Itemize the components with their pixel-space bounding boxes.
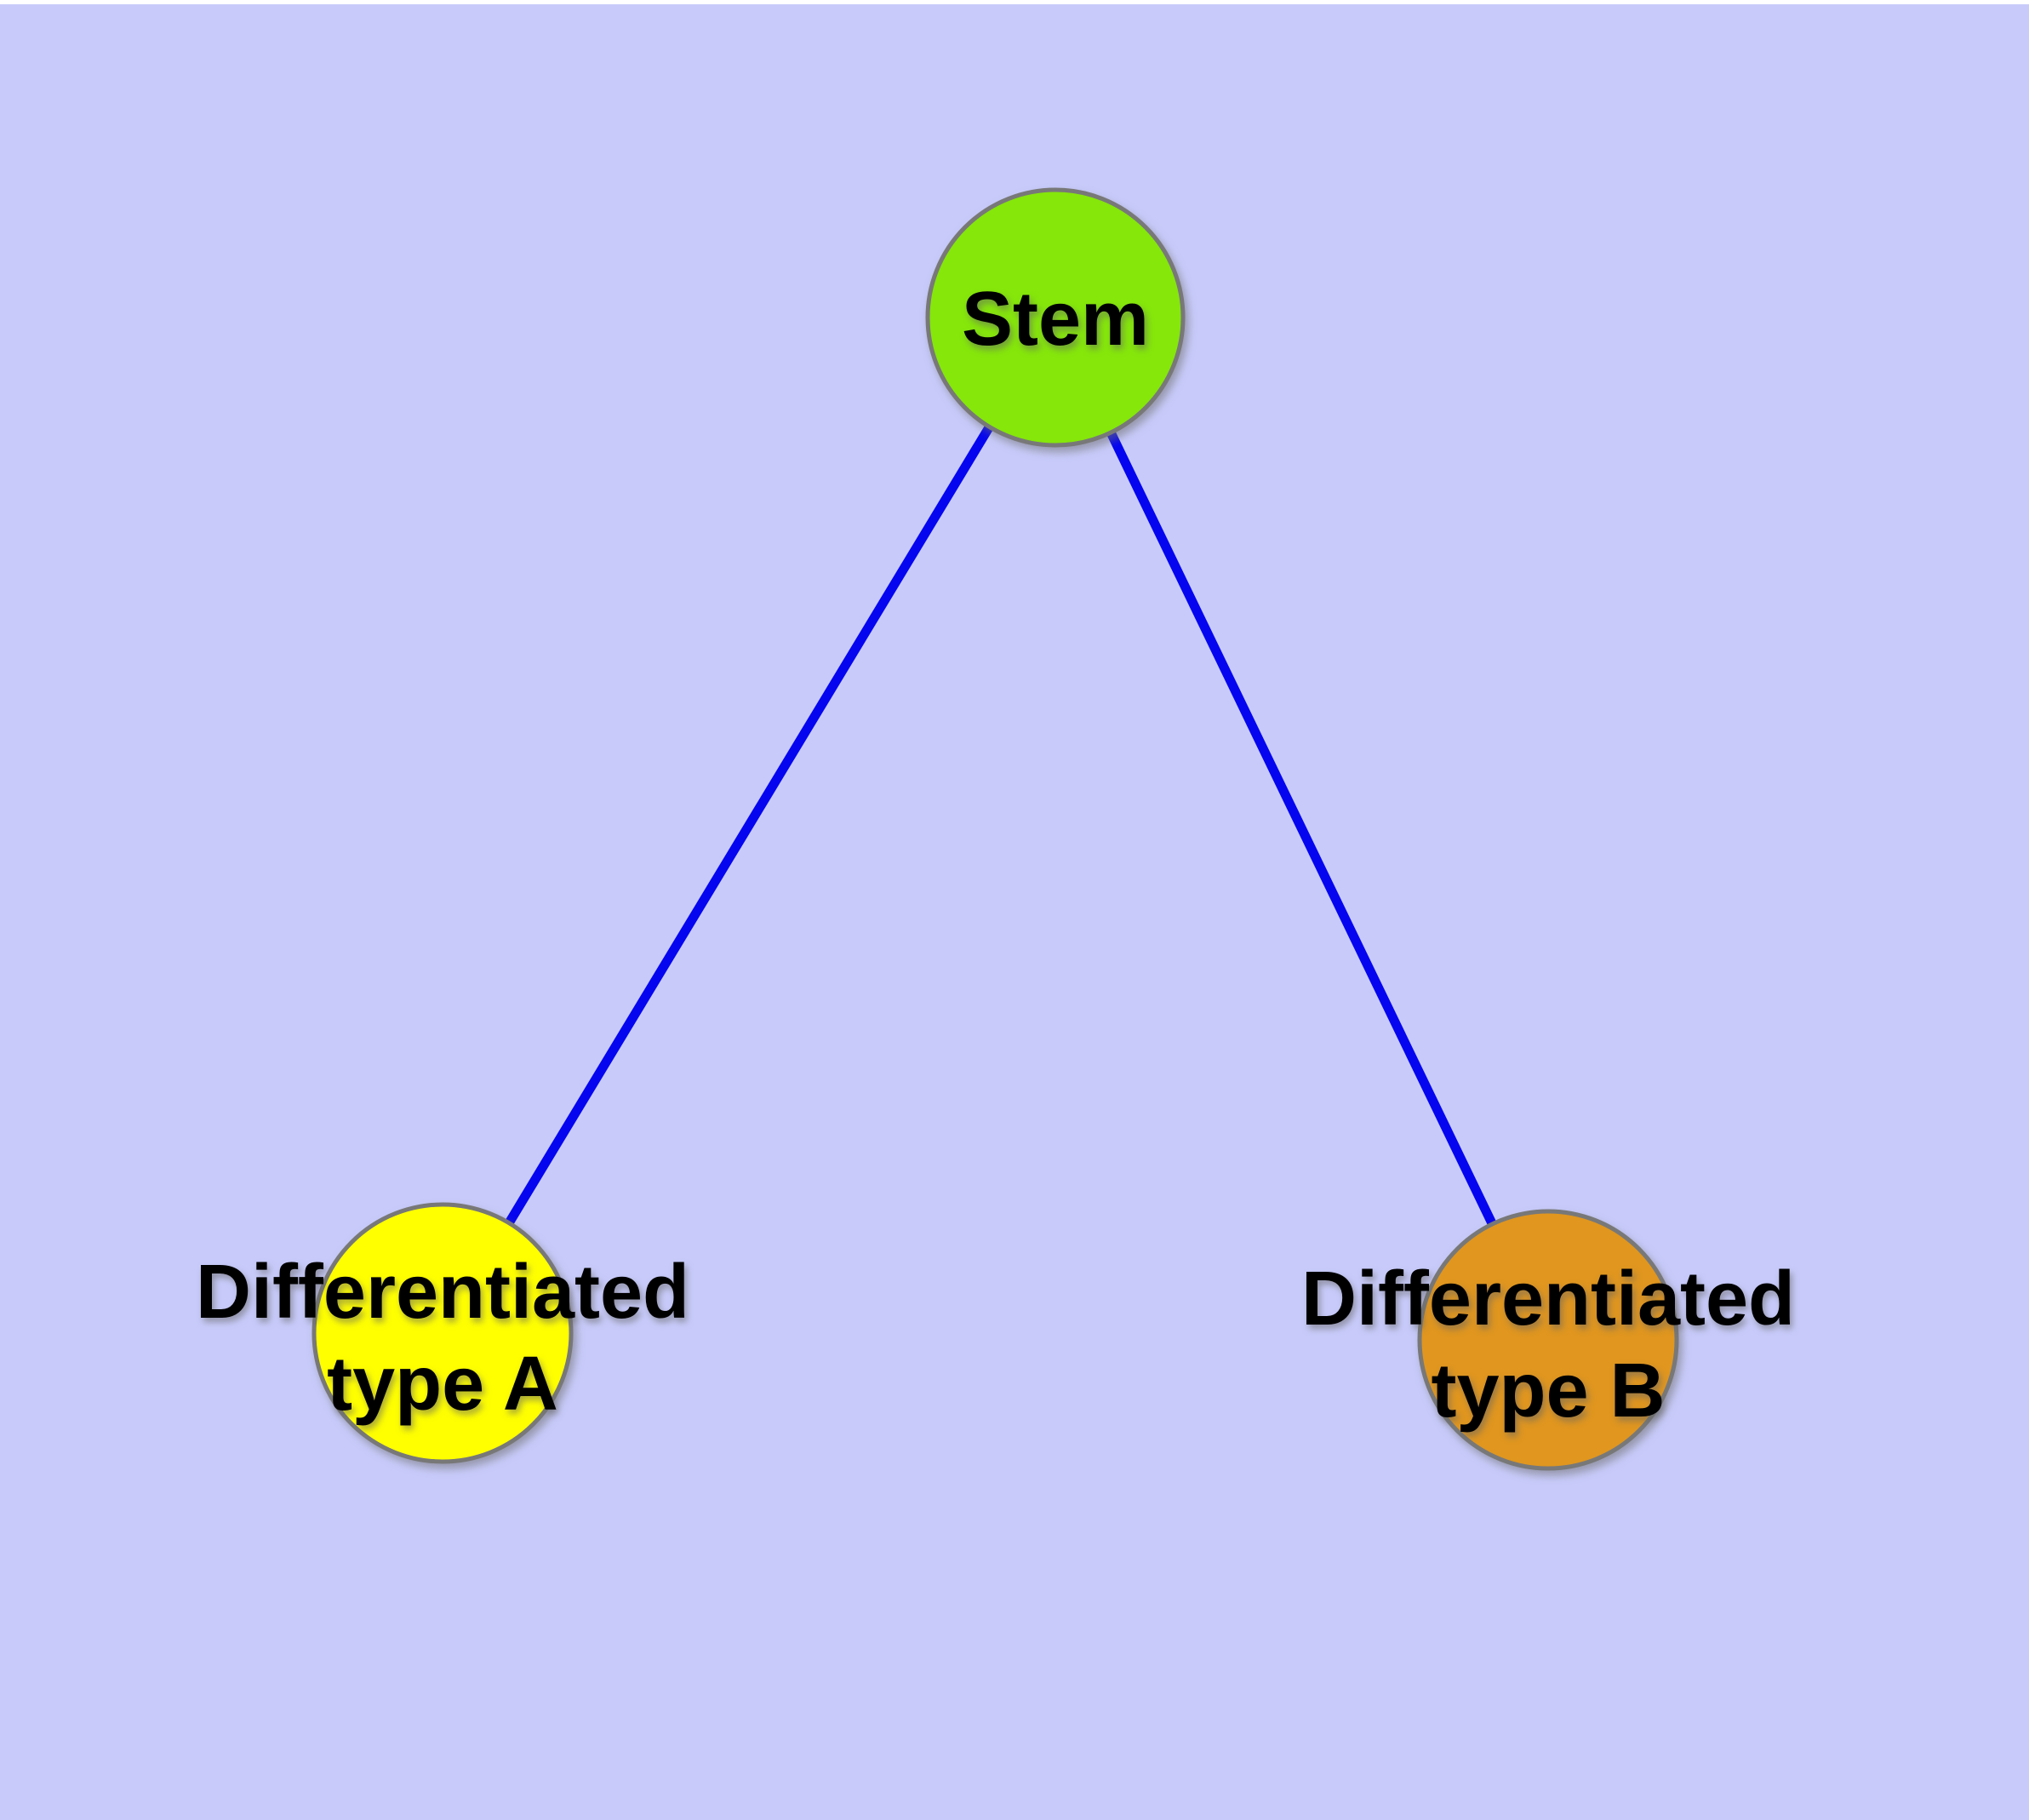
node-type-b-circle: [1417, 1209, 1679, 1471]
node-type-b-label-line1: Differentiated: [1301, 1256, 1795, 1342]
edge-stem-to-type-a: [438, 315, 1060, 1336]
node-type-b-label-line2: type B: [1431, 1348, 1665, 1434]
node-type-a-circle: [311, 1202, 574, 1464]
node-stem-circle: [925, 187, 1186, 448]
node-stem-label: Stem: [962, 277, 1149, 362]
edge-stem-to-type-b: [1051, 315, 1552, 1342]
node-type-a-label-line1: Differentiated: [196, 1250, 689, 1335]
top-margin-strip: [0, 0, 2029, 4]
node-type-a-label-line2: type A: [327, 1342, 558, 1427]
